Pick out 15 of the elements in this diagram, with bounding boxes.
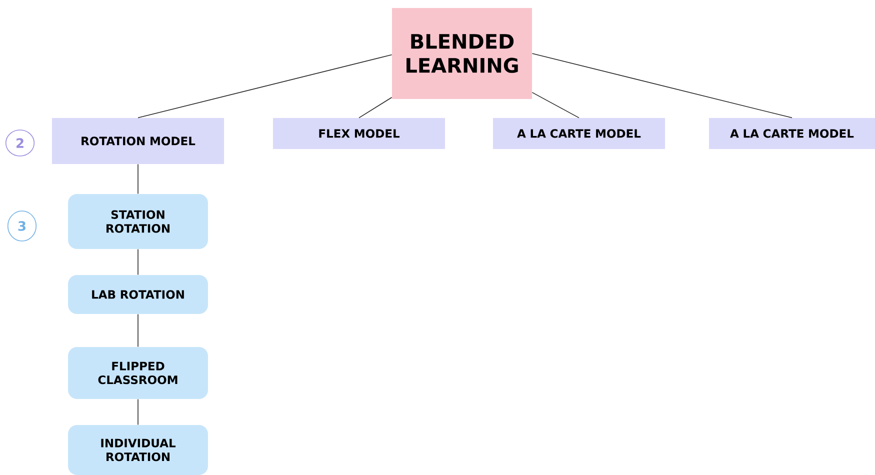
step-number: 3 — [7, 210, 37, 242]
connector-line — [358, 96, 392, 118]
model-box: A LA CARTE MODEL — [709, 118, 875, 149]
model-box: A LA CARTE MODEL — [493, 118, 665, 149]
connector-line — [532, 92, 580, 118]
model-box: FLEX MODEL — [273, 118, 445, 149]
model-box: ROTATION MODEL — [52, 118, 224, 164]
rotation-box: LAB ROTATION — [68, 275, 208, 314]
rotation-box: STATION ROTATION — [68, 194, 208, 249]
rotation-box: FLIPPED CLASSROOM — [68, 347, 208, 399]
connector-line — [532, 53, 792, 118]
step-number: 2 — [5, 130, 35, 156]
connector-line — [138, 54, 392, 118]
root-box: BLENDED LEARNING — [392, 8, 532, 99]
rotation-box: INDIVIDUAL ROTATION — [68, 425, 208, 475]
